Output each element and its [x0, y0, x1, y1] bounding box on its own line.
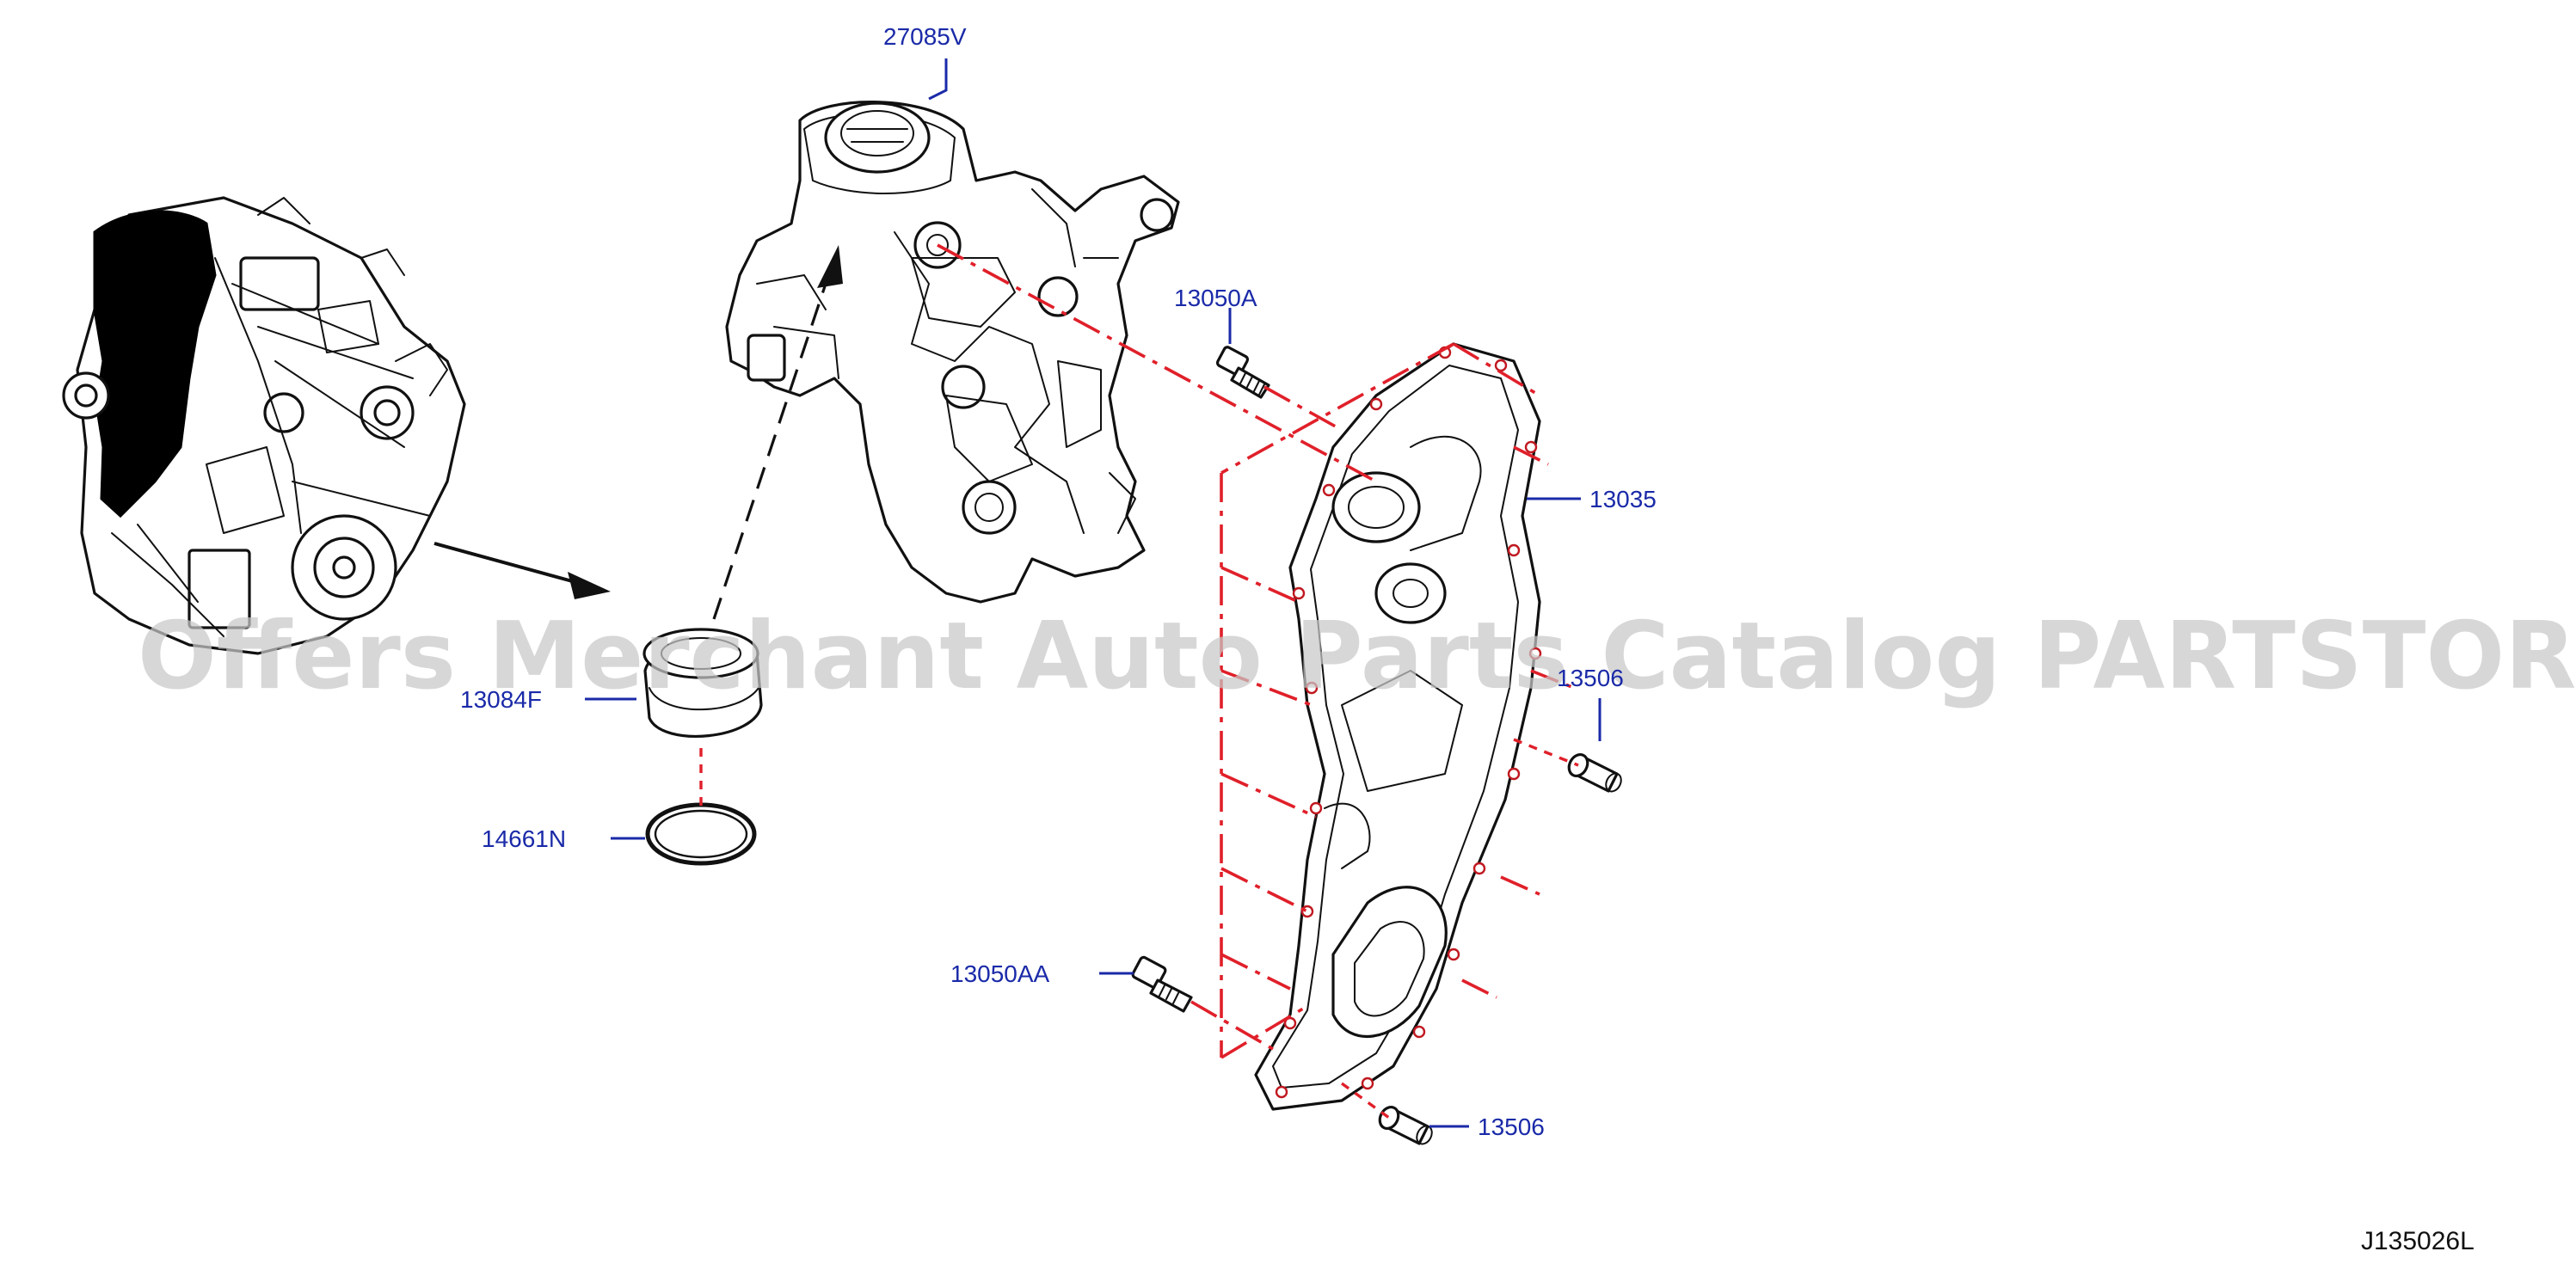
- direction-arrow: [433, 542, 611, 599]
- diagram-reference-code: J135026L: [2361, 1227, 2475, 1255]
- callout-13084f[interactable]: 13084F: [460, 686, 542, 713]
- callout-27085v[interactable]: 27085V: [883, 23, 967, 50]
- dowel-pin-lower[interactable]: [1376, 1104, 1435, 1147]
- callout-13506-lower[interactable]: 13506: [1478, 1113, 1545, 1140]
- watermark-text: Offers Merchant Auto Parts Catalog PARTS…: [138, 603, 2576, 710]
- engine-assembly-illustration: [62, 196, 466, 655]
- bolt-13050a[interactable]: [1215, 346, 1270, 399]
- callout-leaders: [585, 58, 1602, 1128]
- chain-cover-gasket[interactable]: [1254, 342, 1542, 1111]
- o-ring[interactable]: [645, 802, 757, 866]
- callout-13050aa[interactable]: 13050AA: [950, 960, 1050, 987]
- timing-case-housing[interactable]: [725, 101, 1180, 604]
- callout-13506-upper[interactable]: 13506: [1557, 665, 1624, 691]
- crankshaft-oil-seal[interactable]: [642, 628, 763, 738]
- callout-13035[interactable]: 13035: [1589, 486, 1657, 512]
- callout-14661n[interactable]: 14661N: [482, 825, 566, 852]
- alignment-lines: [699, 243, 1579, 1120]
- callout-13050a[interactable]: 13050A: [1174, 285, 1257, 311]
- bolt-13050aa[interactable]: [1131, 955, 1193, 1013]
- dowel-pin-upper[interactable]: [1565, 751, 1624, 794]
